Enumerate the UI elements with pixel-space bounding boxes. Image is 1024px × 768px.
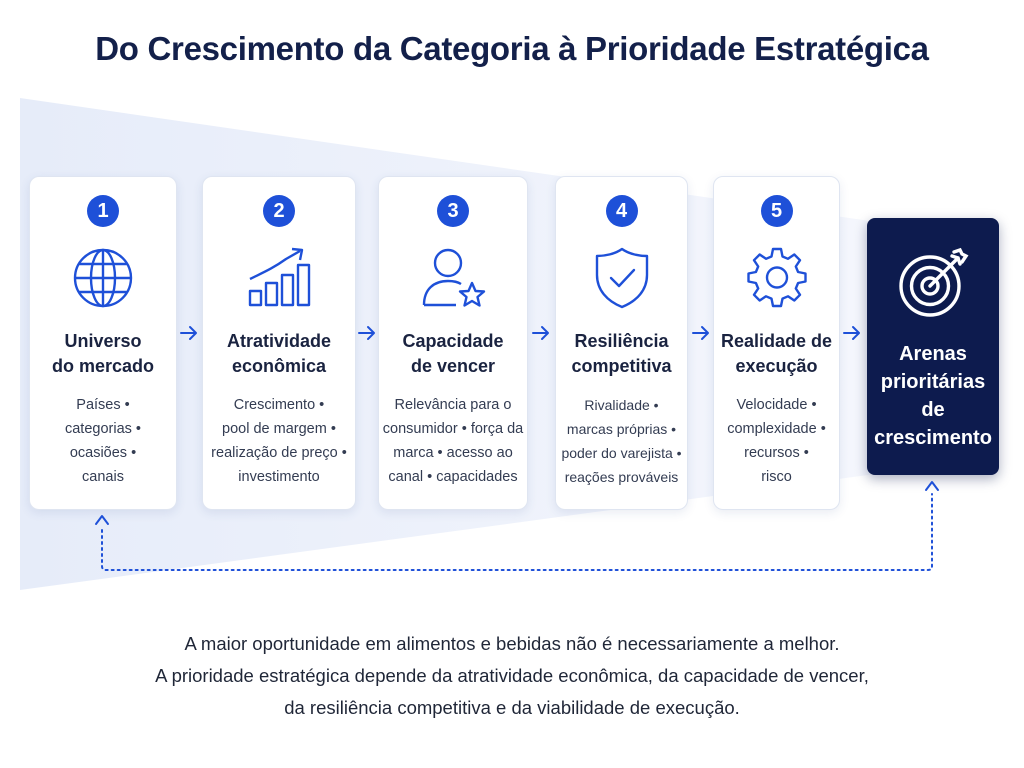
outcome-label: Arenas prioritárias de crescimento bbox=[874, 343, 992, 449]
target-icon bbox=[899, 247, 969, 317]
outcome-card: Arenas prioritárias de crescimento bbox=[867, 218, 999, 475]
arrow-right-icon bbox=[692, 326, 709, 340]
arrow-right-icon bbox=[843, 326, 860, 340]
shield-check-icon bbox=[595, 247, 648, 309]
step-number-badge: 2 bbox=[263, 195, 295, 227]
step-card-4: 4 Resiliência competitiva Rivalidade • m… bbox=[555, 176, 688, 510]
step-number-badge: 1 bbox=[87, 195, 119, 227]
step-description: Relevância para o consumidor • força da … bbox=[382, 397, 524, 485]
step-title: Realidade de execução bbox=[720, 331, 833, 376]
arrow-right-icon bbox=[532, 326, 549, 340]
step-number-badge: 4 bbox=[605, 195, 638, 227]
step-card-2: 2 Atratividade econômica Crescimento • p… bbox=[202, 176, 356, 510]
step-number-badge: 3 bbox=[437, 195, 469, 227]
step-card-1: 1 Universo do mercado Países • categoria… bbox=[29, 176, 177, 510]
step-title: Atratividade econômica bbox=[226, 331, 332, 376]
step-description: Rivalidade • marcas próprias • poder do … bbox=[561, 397, 682, 485]
person-star-icon bbox=[422, 248, 486, 307]
arrow-right-icon bbox=[358, 326, 375, 340]
step-title: Resiliência competitiva bbox=[571, 331, 672, 376]
step-title: Universo do mercado bbox=[51, 331, 155, 376]
arrow-right-icon bbox=[180, 326, 197, 340]
step-description: Países • categorias • ocasiões • canais bbox=[64, 397, 141, 485]
globe-icon bbox=[73, 248, 133, 308]
footer-summary: A maior oportunidade em alimentos e bebi… bbox=[155, 633, 869, 718]
step-description: Velocidade • complexidade • recursos • r… bbox=[727, 397, 826, 485]
step-card-3: 3 Capacidade de vencer Relevância para o… bbox=[378, 176, 528, 510]
step-number-badge: 5 bbox=[760, 195, 793, 227]
growth-chart-icon bbox=[248, 247, 311, 307]
step-card-5: 5 Realidade de execução Velocidade • com… bbox=[713, 176, 840, 510]
page-title: Do Crescimento da Categoria à Prioridade… bbox=[95, 30, 929, 67]
step-description: Crescimento • pool de margem • realizaçã… bbox=[211, 397, 347, 485]
gear-icon bbox=[746, 247, 807, 308]
step-title: Capacidade de vencer bbox=[402, 331, 504, 376]
